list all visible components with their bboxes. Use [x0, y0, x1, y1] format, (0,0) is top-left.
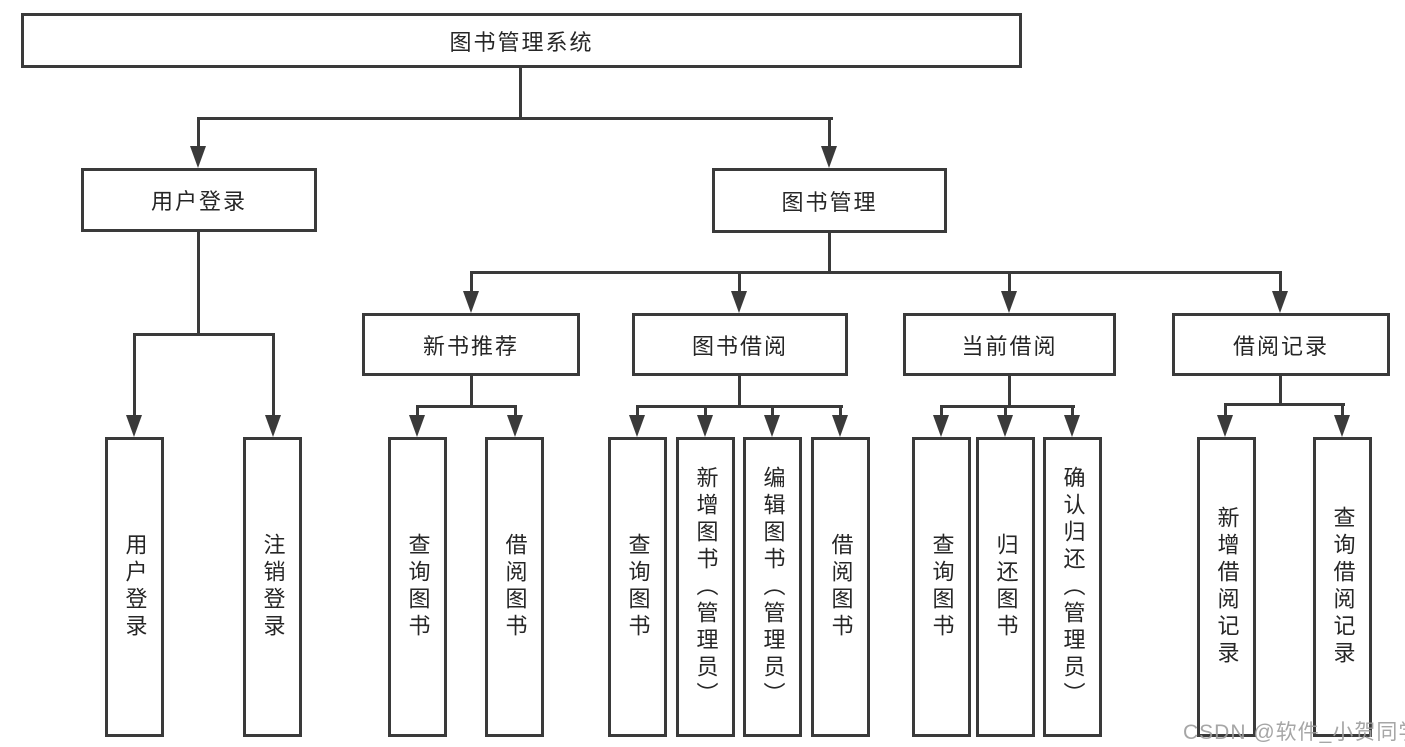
leaf-confirm-return-admin: 确认归还（管理员） [1043, 437, 1102, 737]
connector-line [197, 117, 200, 147]
leaf-borrow-books: 借阅图书 [811, 437, 870, 737]
arrowhead-down-icon [629, 415, 645, 437]
connector-line [771, 405, 774, 417]
arrowhead-down-icon [507, 415, 523, 437]
node-new-book-recommend-label: 新书推荐 [422, 333, 519, 359]
connector-line [738, 271, 741, 292]
leaf-add-borrow-record: 新增借阅记录 [1197, 437, 1256, 737]
arrowhead-down-icon [997, 415, 1013, 437]
connector-line [1071, 405, 1074, 417]
node-borrowing-records-label: 借阅记录 [1232, 333, 1329, 359]
leaf-query-books-borrowing: 查询图书 [608, 437, 667, 737]
connector-line [519, 68, 522, 120]
node-borrowing-records: 借阅记录 [1172, 313, 1390, 376]
connector-line [470, 376, 473, 408]
leaf-query-borrow-record-label: 查询借阅记录 [1330, 506, 1356, 668]
connector-line [636, 405, 639, 417]
connector-line [514, 405, 517, 417]
connector-line [636, 405, 843, 408]
leaf-edit-books-admin: 编辑图书（管理员） [743, 437, 802, 737]
leaf-confirm-return-admin-label: 确认归还（管理员） [1060, 465, 1086, 709]
leaf-query-books-recommend-label: 查询图书 [405, 533, 431, 641]
arrowhead-down-icon [190, 146, 206, 168]
node-current-borrowing: 当前借阅 [903, 313, 1116, 376]
connector-line [1004, 405, 1007, 417]
arrowhead-down-icon [764, 415, 780, 437]
arrowhead-down-icon [409, 415, 425, 437]
arrowhead-down-icon [832, 415, 848, 437]
leaf-return-books: 归还图书 [976, 437, 1035, 737]
arrowhead-down-icon [697, 415, 713, 437]
arrowhead-down-icon [731, 291, 747, 313]
connector-line [839, 405, 842, 417]
arrowhead-down-icon [1272, 291, 1288, 313]
node-user-login: 用户登录 [81, 168, 317, 232]
connector-line [940, 405, 943, 417]
leaf-add-borrow-record-label: 新增借阅记录 [1214, 506, 1240, 668]
connector-line [828, 233, 831, 274]
node-book-borrowing-label: 图书借阅 [691, 333, 788, 359]
leaf-borrow-books-recommend: 借阅图书 [485, 437, 544, 737]
leaf-user-login: 用户登录 [105, 437, 164, 737]
arrowhead-down-icon [126, 415, 142, 437]
leaf-query-borrow-record: 查询借阅记录 [1313, 437, 1372, 737]
connector-line [416, 405, 419, 417]
leaf-user-login-label: 用户登录 [122, 533, 148, 641]
connector-line [1008, 271, 1011, 292]
connector-line [1224, 403, 1345, 406]
leaf-return-books-label: 归还图书 [993, 533, 1019, 641]
node-root-label: 图书管理系统 [449, 29, 594, 55]
node-root: 图书管理系统 [21, 13, 1022, 68]
connector-line [1341, 403, 1344, 417]
arrowhead-down-icon [463, 291, 479, 313]
leaf-add-books-admin-label: 新增图书（管理员） [693, 465, 719, 709]
leaf-borrow-books-recommend-label: 借阅图书 [502, 533, 528, 641]
connector-line [738, 376, 741, 408]
leaf-query-books-borrowing-label: 查询图书 [625, 533, 651, 641]
node-new-book-recommend: 新书推荐 [362, 313, 580, 376]
arrowhead-down-icon [1334, 415, 1350, 437]
arrowhead-down-icon [1064, 415, 1080, 437]
node-book-borrowing: 图书借阅 [632, 313, 848, 376]
node-user-login-label: 用户登录 [150, 189, 247, 214]
leaf-query-books-current: 查询图书 [912, 437, 971, 737]
connector-line [416, 405, 517, 408]
connector-line [940, 405, 1075, 408]
leaf-edit-books-admin-label: 编辑图书（管理员） [760, 465, 786, 709]
node-current-borrowing-label: 当前借阅 [961, 333, 1058, 359]
arrowhead-down-icon [933, 415, 949, 437]
connector-line [197, 232, 200, 336]
connector-line [828, 117, 831, 147]
connector-line [1224, 403, 1227, 417]
connector-line [470, 271, 473, 292]
connector-line [133, 333, 136, 416]
arrowhead-down-icon [1217, 415, 1233, 437]
leaf-borrow-books-label: 借阅图书 [828, 533, 854, 641]
connector-line [197, 117, 833, 120]
connector-line [272, 333, 275, 416]
leaf-logout: 注销登录 [243, 437, 302, 737]
connector-line [1279, 376, 1282, 406]
connector-line [133, 333, 275, 336]
connector-line [1008, 376, 1011, 408]
csdn-watermark: CSDN @软件_小贺同学 [1183, 721, 1405, 744]
arrowhead-down-icon [265, 415, 281, 437]
arrowhead-down-icon [1001, 291, 1017, 313]
connector-line [1279, 271, 1282, 292]
leaf-query-books-current-label: 查询图书 [929, 533, 955, 641]
connector-line [704, 405, 707, 417]
node-book-management-label: 图书管理 [781, 189, 878, 215]
leaf-query-books-recommend: 查询图书 [388, 437, 447, 737]
node-book-management: 图书管理 [712, 168, 947, 233]
arrowhead-down-icon [821, 146, 837, 168]
leaf-add-books-admin: 新增图书（管理员） [676, 437, 735, 737]
connector-line [470, 271, 1282, 274]
leaf-logout-label: 注销登录 [260, 533, 286, 641]
